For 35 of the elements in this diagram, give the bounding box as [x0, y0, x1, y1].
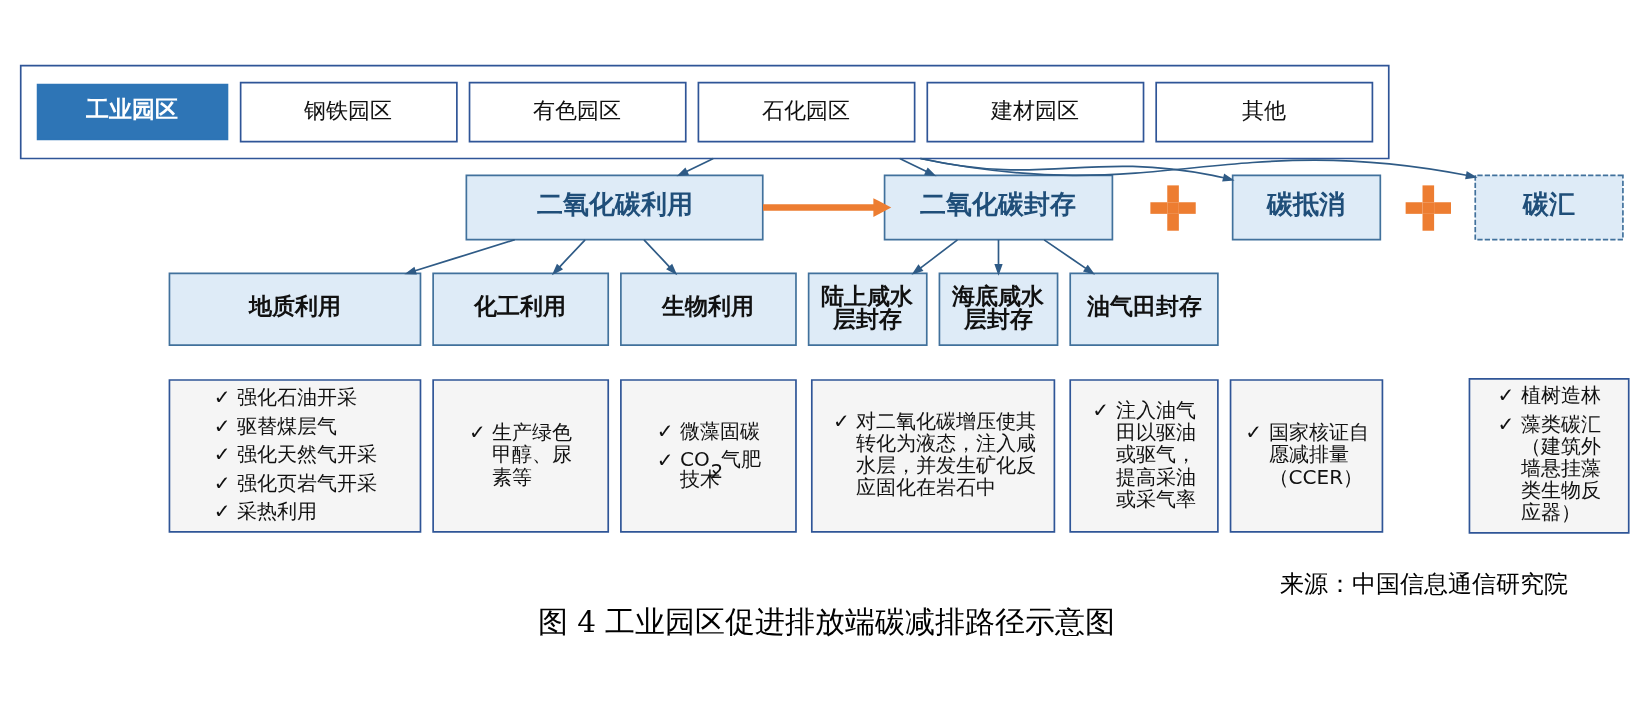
node-box: 碳抵消 — [1231, 174, 1382, 241]
arrow — [404, 238, 516, 275]
arrow — [919, 157, 1478, 179]
arrow — [676, 157, 715, 176]
node-box: 工业园区 — [36, 83, 229, 140]
arrow — [643, 238, 678, 275]
arrow — [551, 238, 586, 275]
node-box: 二氧化碳利用 — [465, 174, 764, 241]
caption: 图 4 工业园区促进排放端碳减排路径示意图 — [537, 604, 1116, 639]
node-box: 二氧化碳封存 — [883, 174, 1114, 241]
cluster — [19, 64, 1390, 159]
node-box: 有色园区 — [468, 81, 687, 142]
arrow — [994, 238, 1003, 276]
node-box: 生物利用 — [620, 272, 797, 346]
node-box: 地质利用 — [168, 272, 422, 346]
node-box: ✓ 植树造林 ✓ 藻类碳汇（建筑外墙悬挂藻类生物反应器） — [1468, 377, 1630, 534]
node-box: ✓ 国家核证自愿减排量（CCER） — [1229, 378, 1384, 533]
node-box: 油气田封存 — [1069, 272, 1219, 346]
arrow — [1043, 238, 1096, 275]
node-box: 石化园区 — [697, 81, 916, 142]
node-box: ✓ 对二氧化碳增压使其转化为液态，注入咸水层，并发生矿化反应固化在岩石中 — [810, 378, 1056, 533]
node-box: 建材园区 — [926, 81, 1145, 142]
node-box: 其他 — [1155, 81, 1374, 142]
arrow — [763, 197, 892, 217]
node-box: 海底咸水层封存 — [938, 272, 1059, 346]
arrow — [911, 238, 959, 275]
node-box: 陆上咸水层封存 — [807, 272, 928, 346]
node-box: ✓ 生产绿色甲醇、尿素等 — [432, 378, 610, 533]
label: 来源：中国信息通信研究院 — [1280, 568, 1569, 598]
node-box: 碳汇 — [1474, 174, 1624, 241]
node-box: 钢铁园区 — [239, 81, 458, 142]
node-box: ✓ 注入油气田以驱油或驱气，提高采油或采气率 — [1069, 378, 1219, 533]
node-box: ✓ 强化石油开采 ✓ 驱替煤层气 ✓ 强化天然气开采 ✓ 强化页岩气开采 ✓ 采热利用 — [168, 378, 422, 533]
node-box: 化工利用 — [432, 272, 610, 346]
arrow — [898, 157, 937, 176]
